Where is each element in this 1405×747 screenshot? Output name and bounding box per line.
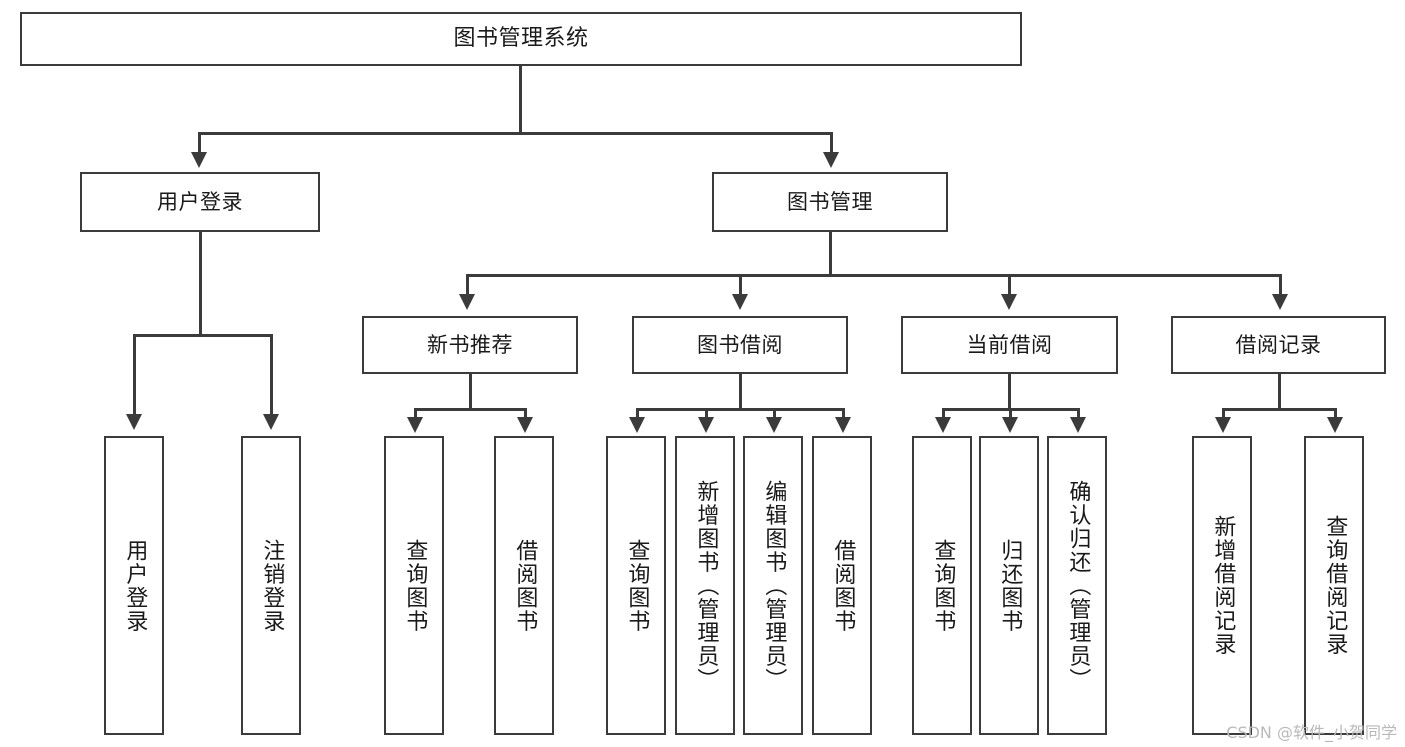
arrow-cb-child-1 <box>935 417 951 433</box>
node-label: 确认归还（管理员） <box>1065 479 1091 692</box>
node-label: 图书借阅 <box>697 332 783 357</box>
leaf-user-login-child-2[interactable]: 注销登录 <box>241 436 301 735</box>
arrow-nbr-child-2 <box>517 417 533 433</box>
node-label: 新书推荐 <box>427 332 513 357</box>
edge-nbr-drop-2 <box>524 408 527 420</box>
edge-cb-drop-1 <box>942 408 945 420</box>
arrow-bm-to-borrow-record <box>1272 294 1288 310</box>
arrow-bb-child-4 <box>835 417 851 433</box>
edge-nbr-stem <box>469 374 472 410</box>
leaf-book-borrow-child-1[interactable]: 查询图书 <box>606 436 666 735</box>
node-label: 编辑图书（管理员） <box>761 479 787 692</box>
node-label: 借阅图书 <box>512 538 538 633</box>
edge-nbr-drop-1 <box>414 408 417 420</box>
node-label: 图书管理系统 <box>453 26 589 52</box>
node-label: 用户登录 <box>122 538 148 633</box>
edge-user-login-drop-2 <box>270 334 273 416</box>
edge-br-stem <box>1278 374 1281 410</box>
arrow-nbr-child-1 <box>407 417 423 433</box>
arrow-bm-to-new-book-rec <box>459 294 475 310</box>
leaf-book-borrow-child-2[interactable]: 新增图书（管理员） <box>675 436 735 735</box>
leaf-new-book-rec-child-2[interactable]: 借阅图书 <box>494 436 554 735</box>
arrow-bb-child-1 <box>629 417 645 433</box>
node-label: 借阅记录 <box>1235 332 1322 357</box>
node-label: 注销登录 <box>259 538 285 633</box>
edge-book-manage-stem <box>829 232 832 276</box>
arrow-root-to-book-manage <box>823 152 839 168</box>
edge-bb-drop-2 <box>705 408 708 420</box>
edge-book-manage-bus <box>466 274 1282 277</box>
node-label: 借阅图书 <box>830 538 856 633</box>
node-root-system[interactable]: 图书管理系统 <box>20 12 1022 66</box>
leaf-current-borrow-child-3[interactable]: 确认归还（管理员） <box>1047 436 1107 735</box>
edge-root-to-book-manage <box>830 132 833 154</box>
edge-user-login-stem <box>199 232 202 336</box>
edge-cb-drop-3 <box>1077 408 1080 420</box>
leaf-borrow-record-child-2[interactable]: 查询借阅记录 <box>1304 436 1364 735</box>
edge-user-login-bus <box>133 334 272 337</box>
edge-bb-drop-3 <box>773 408 776 420</box>
node-label: 查询图书 <box>624 538 650 633</box>
node-label: 图书管理 <box>787 189 873 214</box>
arrow-bb-child-2 <box>698 417 714 433</box>
arrow-user-login-child-2 <box>263 414 279 430</box>
node-new-book-rec[interactable]: 新书推荐 <box>362 316 578 374</box>
edge-bm-drop-3 <box>1008 274 1011 296</box>
arrow-cb-child-3 <box>1070 417 1086 433</box>
node-label: 归还图书 <box>997 538 1023 633</box>
node-label: 查询图书 <box>930 538 956 633</box>
node-label: 查询图书 <box>402 538 428 633</box>
edge-root-stem <box>519 66 522 134</box>
node-book-manage[interactable]: 图书管理 <box>712 172 948 232</box>
arrow-br-child-2 <box>1327 417 1343 433</box>
edge-bb-stem <box>739 374 742 410</box>
edge-cb-stem <box>1008 374 1011 410</box>
node-label: 用户登录 <box>157 189 243 214</box>
arrow-bm-to-current-borrow <box>1001 294 1017 310</box>
edge-br-drop-1 <box>1222 408 1225 420</box>
edge-cb-drop-2 <box>1009 408 1012 420</box>
node-current-borrow[interactable]: 当前借阅 <box>901 316 1118 374</box>
arrow-br-child-1 <box>1215 417 1231 433</box>
leaf-current-borrow-child-1[interactable]: 查询图书 <box>912 436 972 735</box>
leaf-current-borrow-child-2[interactable]: 归还图书 <box>979 436 1039 735</box>
node-user-login[interactable]: 用户登录 <box>80 172 320 232</box>
node-label: 新增图书（管理员） <box>693 479 719 692</box>
edge-bb-drop-4 <box>842 408 845 420</box>
node-book-borrow[interactable]: 图书借阅 <box>632 316 848 374</box>
leaf-book-borrow-child-3[interactable]: 编辑图书（管理员） <box>743 436 803 735</box>
leaf-new-book-rec-child-1[interactable]: 查询图书 <box>384 436 444 735</box>
watermark-text: CSDN @软件_小贺同学 <box>1226 723 1397 742</box>
leaf-user-login-child-1[interactable]: 用户登录 <box>104 436 164 735</box>
leaf-book-borrow-child-4[interactable]: 借阅图书 <box>812 436 872 735</box>
edge-root-to-user-login <box>198 132 201 154</box>
edge-bb-drop-1 <box>636 408 639 420</box>
arrow-user-login-child-1 <box>126 414 142 430</box>
arrow-bb-child-3 <box>766 417 782 433</box>
arrow-cb-child-2 <box>1002 417 1018 433</box>
arrow-bm-to-book-borrow <box>732 294 748 310</box>
node-label: 新增借阅记录 <box>1210 515 1236 656</box>
edge-br-bus <box>1222 408 1336 411</box>
edge-bm-drop-1 <box>466 274 469 296</box>
arrow-root-to-user-login <box>191 152 207 168</box>
edge-bm-drop-4 <box>1279 274 1282 296</box>
edge-nbr-bus <box>414 408 526 411</box>
edge-user-login-drop-1 <box>133 334 136 416</box>
edge-br-drop-2 <box>1334 408 1337 420</box>
edge-root-bus <box>198 132 832 135</box>
edge-bm-drop-2 <box>739 274 742 296</box>
node-label: 查询借阅记录 <box>1322 515 1348 656</box>
node-label: 当前借阅 <box>966 332 1053 357</box>
node-borrow-record[interactable]: 借阅记录 <box>1171 316 1386 374</box>
edge-bb-bus <box>636 408 844 411</box>
leaf-borrow-record-child-1[interactable]: 新增借阅记录 <box>1192 436 1252 735</box>
